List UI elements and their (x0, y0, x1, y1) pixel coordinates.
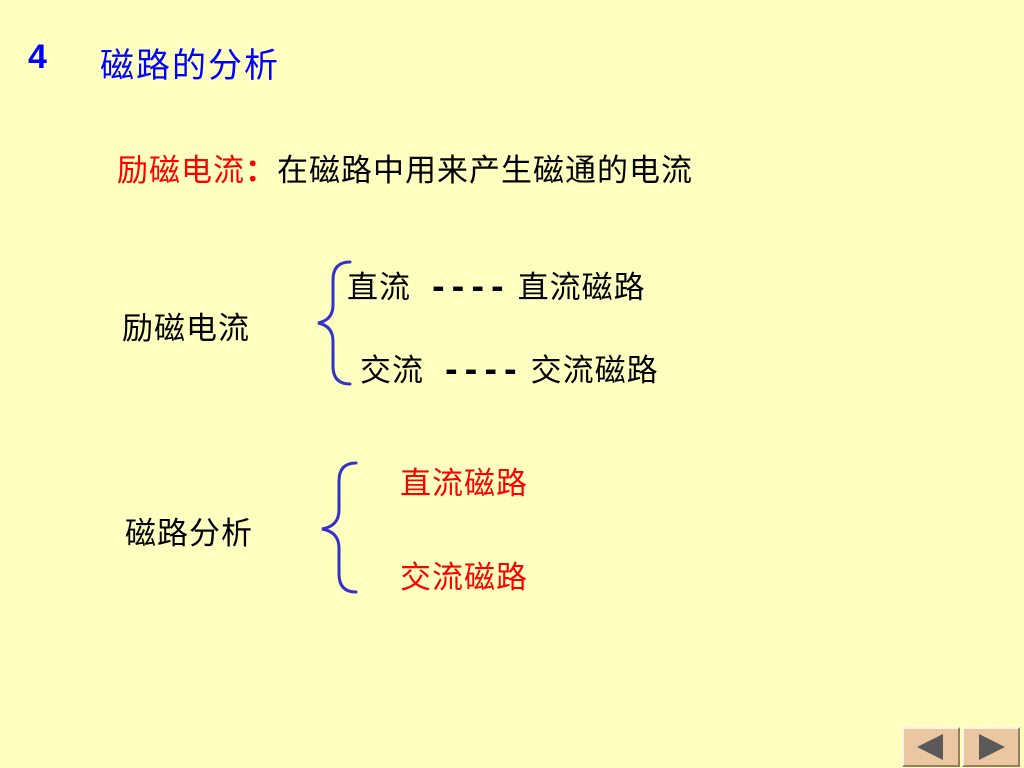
group1-brace (317, 260, 352, 386)
group1-label: 励磁电流 (122, 311, 250, 347)
triangle-right-icon (979, 734, 1005, 760)
definition-text: 在磁路中用来产生磁通的电流 (277, 153, 693, 189)
next-slide-button[interactable] (962, 727, 1020, 767)
group2-item-dc: 直流磁路 (400, 466, 528, 502)
group1-row-dc-dash: ---- (429, 270, 508, 306)
group2-item-ac: 交流磁路 (400, 560, 528, 596)
group2-label: 磁路分析 (125, 516, 253, 552)
definition-separator: ： (245, 153, 277, 189)
group1-row-ac-left: 交流 (360, 353, 424, 389)
group1-row-ac-dash: ---- (442, 353, 521, 389)
group1-row-dc-right: 直流磁路 (517, 270, 646, 306)
group1-row-ac-right: 交流磁路 (530, 353, 659, 389)
triangle-left-icon (917, 734, 943, 760)
group1-row-ac: 交流 ----交流磁路 (360, 345, 659, 390)
group1-row-dc-left: 直流 (347, 270, 411, 306)
slide-number: 4 (28, 38, 47, 76)
group2-brace (321, 461, 358, 594)
group1-row-dc: 直流 ----直流磁路 (347, 262, 646, 307)
slide-title: 磁路的分析 (100, 46, 280, 86)
definition-line: 励磁电流：在磁路中用来产生磁通的电流 (117, 145, 693, 190)
prev-slide-button[interactable] (902, 727, 960, 767)
definition-term: 励磁电流 (117, 153, 245, 189)
